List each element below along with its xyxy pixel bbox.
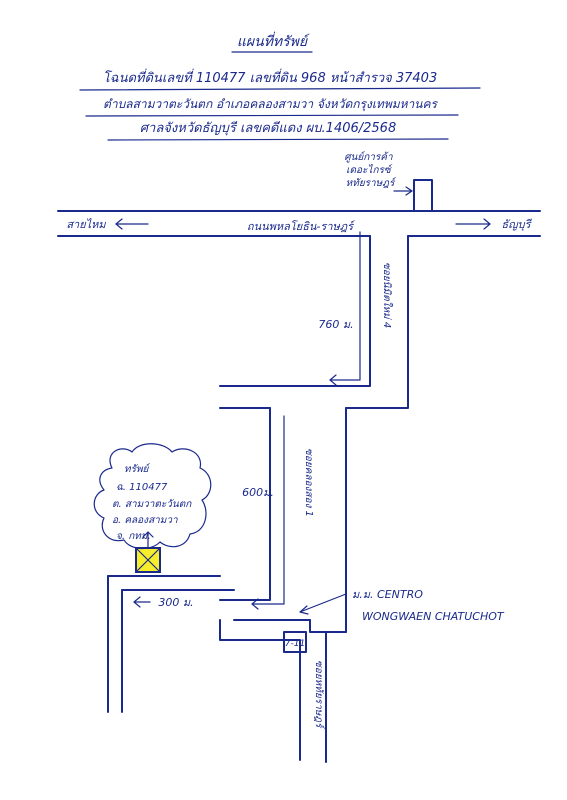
shopping-center-box [413,179,433,212]
distance-760-label: 760 ม. [318,318,353,331]
wongwaen-label: WONGWAEN CHATUCHOT [362,610,505,623]
main-road-label: ถนนพหลโยธิน-ราษฎร์ [247,220,356,233]
location-underline [85,114,459,117]
soi-nimit-mai-road [219,235,409,409]
center-line-1: ศูนย์การค้า [344,151,393,163]
property-line-4: อ. คลองสามวา [112,515,178,526]
soi-b-label: ซอยคลองสอง 1 [303,448,314,517]
center-line-3: หทัยราษฎร์ [346,177,397,189]
property-line-2: ฉ. 110477 [116,482,168,493]
property-marker-icon [135,531,161,573]
property-line-3: ต. สามวาตะวันตก [112,499,192,510]
distance-600-label: 600ม. [242,486,274,499]
seven-eleven-box [283,631,307,653]
thanyaburi-label: ธัญบุรี [502,218,533,231]
center-arrow-icon [393,186,413,196]
property-line-1: ทรัพย์ [124,463,150,475]
centro-label: ม.ม. CENTRO [352,588,423,601]
route-760-arrow [329,231,361,386]
location-line: ตำบลสามวาตะวันตก อำเภอคลองสามวา จังหวัดก… [103,97,438,112]
distance-300-label: 300 ม. [158,596,193,609]
shopping-center-label: ศูนย์การค้า เดอะไกรซ์ หทัยราษฎร์ [344,151,396,189]
soi-c-label: ซอยหทัยราษฎร์ [313,660,325,729]
seven-eleven-label: 7-11 [285,639,305,649]
deed-line: โฉนดที่ดินเลขที่ 110477 เลขที่ดิน 968 หน… [103,68,437,86]
center-line-2: เดอะไกรซ์ [346,164,393,176]
property-access-lane [107,575,235,713]
saimai-arrow-icon [115,218,149,230]
property-line-5: จ. กทม. [116,531,151,542]
route-300-arrow [133,596,151,608]
soi-khlong-song-road [219,407,347,633]
soi-a-label: ซอยนิมิตใหม่ 4 [381,262,393,328]
deed-underline [79,87,481,91]
map-title: แผนที่ทรัพย์ [237,31,310,50]
centro-pointer-icon [299,593,347,615]
main-road [57,210,541,237]
thanyaburi-arrow-icon [455,218,491,230]
route-600-arrow [251,415,285,610]
property-cloud [93,443,212,550]
saimai-label: สายไหม [66,218,106,231]
court-underline [107,138,449,141]
court-line: ศาลจังหวัดธัญบุรี เลขคดีแดง ผบ.1406/2568 [140,120,396,136]
soi-hathai-rat-road [219,619,347,763]
property-info: ทรัพย์ ฉ. 110477 ต. สามวาตะวันตก อ. คลอง… [112,463,194,542]
